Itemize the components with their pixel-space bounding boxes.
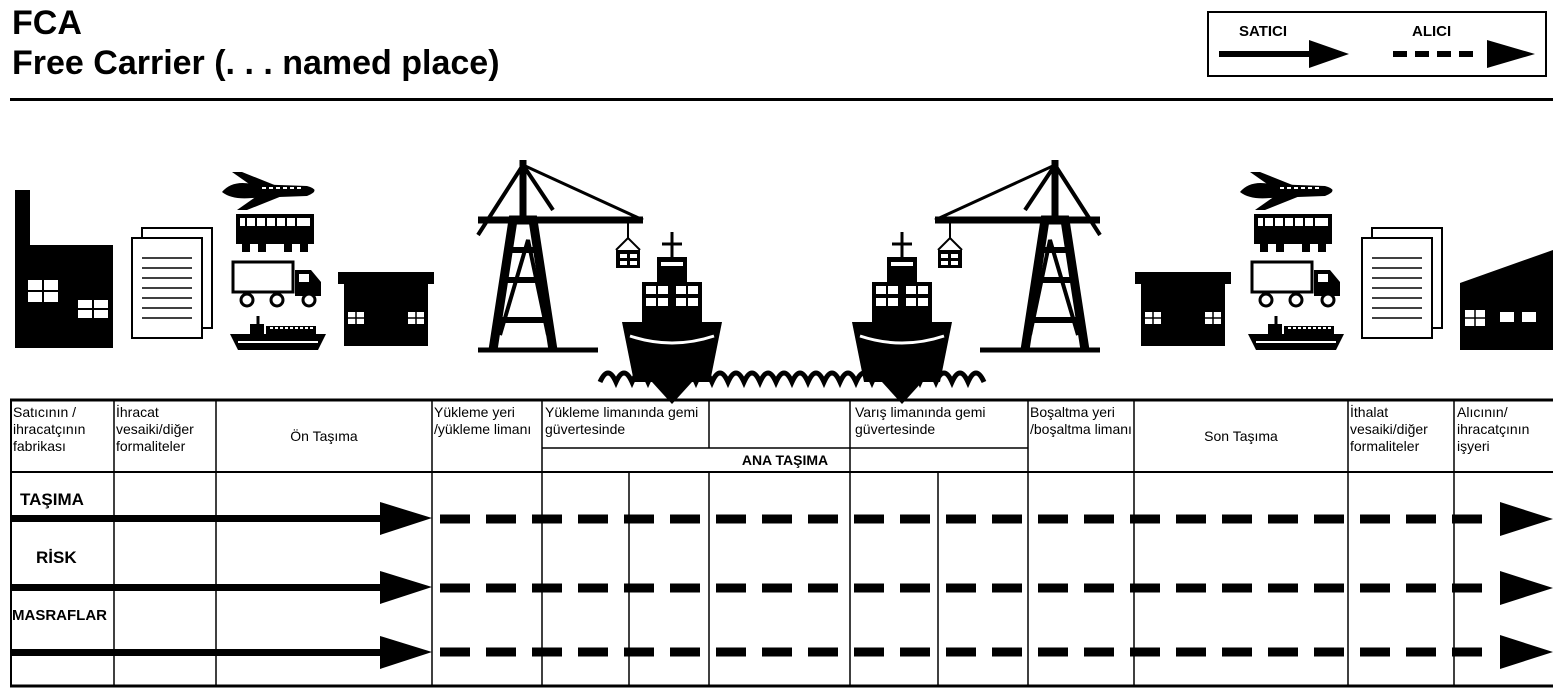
buyer-cargo-ship-icon bbox=[1246, 314, 1346, 352]
page-subtitle: Free Carrier (. . . named place) bbox=[12, 44, 500, 82]
legend-buyer-dash-4 bbox=[1459, 51, 1473, 57]
row-label-risk: RİSK bbox=[36, 548, 77, 567]
export-documents-icon bbox=[131, 227, 213, 339]
page-title: FCA bbox=[12, 4, 82, 42]
legend-buyer-label: ALICI bbox=[1412, 23, 1452, 40]
column-header: Satıcının / ihracatçının fabrikası bbox=[13, 404, 86, 454]
loading-crane-icon bbox=[478, 160, 643, 350]
buyer-premises-icon bbox=[1460, 250, 1553, 350]
dashed-arrow-masraflar bbox=[440, 635, 1553, 669]
arrow-row-tasima bbox=[10, 502, 432, 535]
arrow-row-risk bbox=[10, 571, 432, 604]
column-header: Yükleme limanında gemi güvertesinde bbox=[545, 404, 699, 437]
legend-buyer-arrow-head bbox=[1487, 40, 1535, 68]
column-header: İthalat vesaiki/diğer formaliteler bbox=[1350, 404, 1428, 454]
legend: SATICI ALICI bbox=[1207, 11, 1547, 77]
column-header: Son Taşıma bbox=[1204, 428, 1278, 444]
warehouse-icon bbox=[337, 271, 435, 347]
legend-buyer-dash-2 bbox=[1415, 51, 1429, 57]
legend-seller-arrow-head bbox=[1309, 40, 1349, 68]
dashed-arrow-risk bbox=[440, 571, 1553, 605]
table-grid bbox=[10, 398, 1553, 688]
buyer-airplane-icon bbox=[1239, 171, 1334, 211]
cargo-ship-icon bbox=[228, 314, 328, 352]
dashed-arrow-tasima bbox=[440, 502, 1553, 536]
title-rule bbox=[10, 98, 1553, 101]
buyer-truck-icon bbox=[1250, 260, 1342, 308]
import-documents-icon bbox=[1361, 227, 1443, 339]
buyer-train-icon bbox=[1253, 213, 1333, 253]
train-icon bbox=[235, 213, 315, 253]
main-carriage-label: ANA TAŞIMA bbox=[741, 452, 829, 468]
row-label-tasima: TAŞIMA bbox=[20, 490, 84, 509]
sea-waves-icon bbox=[597, 370, 987, 389]
row-label-masraflar: MASRAFLAR bbox=[12, 607, 107, 624]
column-header: Ön Taşıma bbox=[290, 428, 358, 444]
column-header: Boşaltma yeri /boşaltma limanı bbox=[1030, 404, 1132, 437]
factory-icon bbox=[15, 190, 113, 348]
unloading-crane-icon bbox=[935, 160, 1100, 350]
arrow-row-masraflar bbox=[10, 636, 432, 669]
column-header: Yükleme yeri /yükleme limanı bbox=[434, 404, 532, 437]
legend-seller-label: SATICI bbox=[1239, 23, 1288, 40]
column-header: Varış limanında gemi güvertesinde bbox=[855, 404, 986, 437]
title-block: FCA Free Carrier (. . . named place) bbox=[12, 4, 500, 84]
legend-buyer-dash-1 bbox=[1393, 51, 1407, 57]
legend-seller-arrow-line bbox=[1219, 51, 1319, 57]
truck-icon bbox=[231, 260, 323, 308]
legend-buyer-dash-3 bbox=[1437, 51, 1451, 57]
airplane-icon bbox=[221, 171, 316, 211]
buyer-warehouse-icon bbox=[1134, 271, 1232, 347]
column-header: İhracat vesaiki/diğer formaliteler bbox=[116, 404, 194, 454]
legend-arrows bbox=[1219, 40, 1535, 68]
column-header: Alıcının/ ihracatçının işyeri bbox=[1457, 404, 1530, 454]
